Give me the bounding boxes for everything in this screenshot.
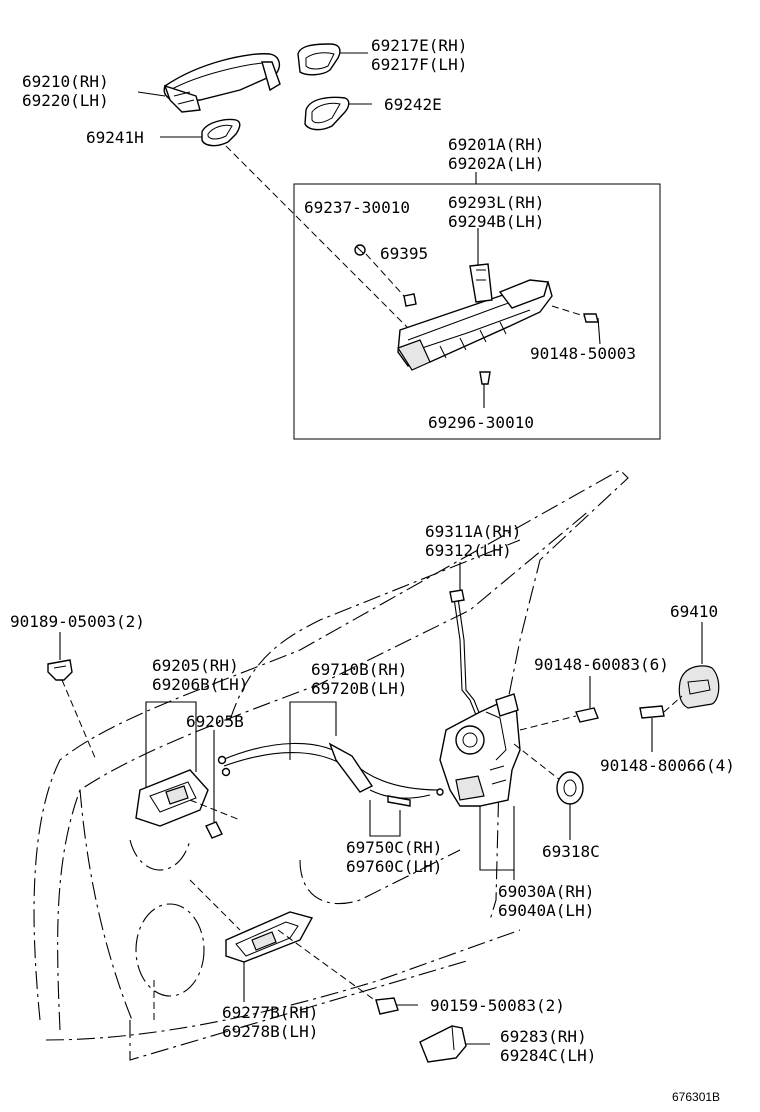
door-outline bbox=[33, 469, 629, 1061]
inner-handle-bezel bbox=[225, 911, 381, 1005]
label-screw-69296: 69296-30010 bbox=[428, 413, 534, 432]
label-handle-cover: 69217E(RH)69217F(LH) bbox=[371, 36, 468, 74]
leader-lines-top bbox=[137, 52, 477, 331]
door-lock-assembly bbox=[439, 693, 561, 880]
pad-69241h bbox=[201, 118, 241, 147]
label-pad-69241h: 69241H bbox=[86, 128, 144, 147]
screw-90148-60083 bbox=[519, 676, 599, 731]
label-cover-69283: 69283(RH)69284C(LH) bbox=[500, 1027, 597, 1065]
label-lock-assembly: 69030A(RH)69040A(LH) bbox=[498, 882, 595, 920]
cover-69283 bbox=[419, 1025, 490, 1063]
leader-lines-bottom bbox=[153, 879, 241, 1020]
frame-assembly-box bbox=[293, 183, 661, 440]
label-cable-69710: 69710B(RH)69720B(LH) bbox=[311, 660, 408, 698]
screw-90159-50083 bbox=[375, 997, 418, 1015]
label-lock-rod: 69311A(RH)69312(LH) bbox=[425, 522, 522, 560]
lock-rod-69311 bbox=[449, 562, 483, 721]
outer-door-handle bbox=[163, 53, 281, 113]
inner-handle-69205 bbox=[135, 701, 241, 839]
label-pad-69242e: 69242E bbox=[384, 95, 442, 114]
label-clip-90189: 90189-05003(2) bbox=[10, 612, 145, 631]
label-cable-69750: 69750C(RH)69760C(LH) bbox=[346, 838, 443, 876]
seal-69318c bbox=[556, 771, 584, 840]
handle-frame-assembly bbox=[354, 228, 601, 408]
label-inner-handle: 69205(RH)69206B(LH) bbox=[152, 656, 249, 694]
label-bracket-69293: 69293L(RH)69294B(LH) bbox=[448, 193, 545, 231]
label-bezel: 69277B(RH)69278B(LH) bbox=[222, 1003, 319, 1041]
screw-90148-80066 bbox=[639, 695, 683, 752]
label-screw-90148-60083: 90148-60083(6) bbox=[534, 655, 669, 674]
label-screw-90148-80066: 90148-80066(4) bbox=[600, 756, 735, 775]
label-outer-handle: 69210(RH)69220(LH) bbox=[22, 72, 109, 110]
label-screw-69237: 69237-30010 bbox=[304, 198, 410, 217]
label-screw-90148-50003: 90148-50003 bbox=[530, 344, 636, 363]
label-clip-69395: 69395 bbox=[380, 244, 429, 263]
diagram-id: 676301B bbox=[672, 1090, 721, 1104]
pad-69242e bbox=[304, 96, 350, 131]
label-frame-assembly: 69201A(RH)69202A(LH) bbox=[448, 135, 545, 173]
label-screw-90159: 90159-50083(2) bbox=[430, 996, 565, 1015]
label-pin-69205b: 69205B bbox=[186, 712, 244, 731]
clip-90189 bbox=[47, 632, 97, 761]
door-lock-cables bbox=[217, 701, 444, 837]
label-striker: 69410 bbox=[670, 602, 719, 621]
handle-cover-69217 bbox=[297, 43, 341, 76]
label-seal: 69318C bbox=[542, 842, 600, 861]
door-striker-69410 bbox=[678, 622, 720, 709]
